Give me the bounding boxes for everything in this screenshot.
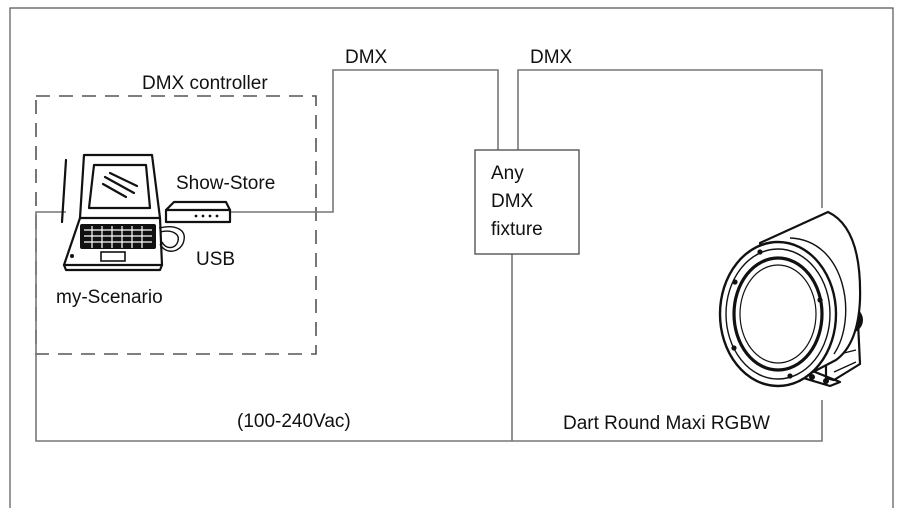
- my-scenario-label: my-Scenario: [56, 287, 163, 308]
- fixture-label-line1: Any: [491, 163, 524, 184]
- laptop-icon: [60, 153, 164, 272]
- dmx-wire-right: [517, 69, 823, 208]
- power-wire: [35, 211, 823, 442]
- show-store-label: Show-Store: [176, 173, 275, 194]
- dart-round-maxi-fixture-icon: [718, 210, 863, 388]
- dart-label: Dart Round Maxi RGBW: [563, 413, 770, 434]
- dmx-right-label: DMX: [530, 47, 573, 68]
- usb-cable-icon: [158, 226, 185, 252]
- power-label: (100-240Vac): [237, 411, 351, 432]
- usb-label: USB: [196, 249, 235, 270]
- fixture-label-line3: fixture: [491, 219, 543, 240]
- any-dmx-fixture-box: [474, 149, 580, 255]
- fixture-label-line2: DMX: [491, 191, 534, 212]
- dmx-wire-left: [230, 69, 499, 213]
- show-store-box-icon: [164, 200, 232, 224]
- outer-frame: [9, 7, 894, 508]
- dmx-controller-label: DMX controller: [142, 73, 268, 94]
- dmx-left-label: DMX: [345, 47, 388, 68]
